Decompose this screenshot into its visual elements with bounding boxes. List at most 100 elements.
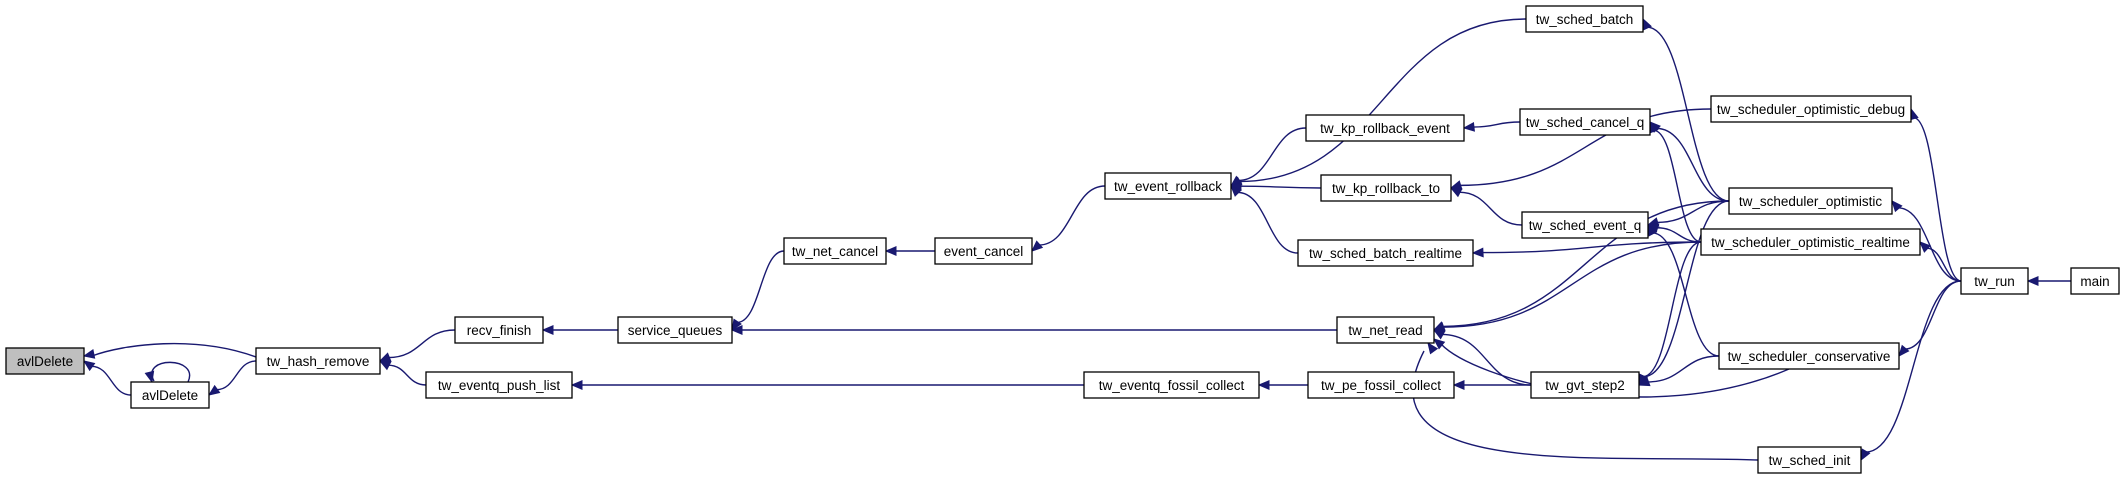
node-label: tw_hash_remove [267, 354, 370, 369]
arrowhead [207, 384, 221, 396]
node-tw-net-cancel[interactable]: tw_net_cancel [783, 237, 887, 265]
edge-tw-gvt-step2-to-tw-net-read [1432, 329, 1532, 386]
node-tw-eventq-fossil-collect[interactable]: tw_eventq_fossil_collect [1083, 371, 1260, 399]
node-tw-sched-batch-realtime[interactable]: tw_sched_batch_realtime [1297, 239, 1474, 267]
node-box [1525, 5, 1644, 33]
node-label: avlDelete [17, 354, 73, 369]
node-tw-gvt-step2[interactable]: tw_gvt_step2 [1530, 371, 1640, 399]
edge-event-cancel-to-tw-net-cancel [884, 246, 935, 256]
node-tw-scheduler-optimistic[interactable]: tw_scheduler_optimistic [1728, 187, 1893, 215]
node-tw-scheduler-optimistic-debug[interactable]: tw_scheduler_optimistic_debug [1710, 95, 1912, 123]
edge-main-to-tw-run [2026, 276, 2071, 286]
node-label: tw_sched_batch [1536, 12, 1634, 27]
node-label: tw_sched_cancel_q [1526, 115, 1645, 130]
node-box [454, 316, 544, 344]
node-box [5, 347, 85, 375]
node-tw-scheduler-conservative[interactable]: tw_scheduler_conservative [1718, 342, 1900, 370]
arrowhead [1919, 241, 1932, 253]
node-tw-scheduler-optimistic-realtime[interactable]: tw_scheduler_optimistic_realtime [1700, 228, 1921, 256]
arrowhead [884, 246, 897, 256]
edge-tw-sched-batch-to-tw-event-rollback [1229, 18, 1527, 187]
edge-tw-scheduler-optimistic-to-tw-sched-batch [1642, 17, 1730, 202]
edge-avldelete-self-to-avldelete-self [144, 361, 191, 384]
arrowhead [1898, 344, 1910, 357]
edge-tw-scheduler-conservative-to-tw-gvt-step2 [1637, 355, 1720, 387]
arrowhead [1452, 380, 1465, 390]
node-tw-eventq-push-list[interactable]: tw_eventq_push_list [425, 371, 573, 399]
node-tw-event-rollback[interactable]: tw_event_rollback [1104, 172, 1232, 200]
node-box [1757, 446, 1862, 474]
arrowhead [1642, 17, 1652, 31]
node-tw-sched-cancel-q[interactable]: tw_sched_cancel_q [1519, 108, 1651, 136]
node-box [1305, 114, 1465, 142]
arrowhead [1230, 185, 1242, 197]
node-box [1083, 371, 1260, 399]
edge-tw-scheduler-optimistic-to-tw-sched-cancel-q [1649, 121, 1730, 202]
node-box [783, 237, 887, 265]
edge-tw-event-rollback-to-event-cancel [1031, 185, 1106, 252]
node-label: tw_kp_rollback_event [1320, 121, 1450, 136]
node-box [1710, 95, 1912, 123]
node-tw-sched-batch[interactable]: tw_sched_batch [1525, 5, 1644, 33]
node-label: recv_finish [467, 323, 532, 338]
node-box [130, 381, 210, 409]
edge-tw-sched-cancel-q-to-tw-kp-rollback-event [1462, 121, 1521, 132]
arrowhead [1427, 341, 1439, 355]
node-box [1336, 316, 1435, 344]
node-box [1718, 342, 1900, 370]
node-tw-sched-event-q[interactable]: tw_sched_event_q [1521, 211, 1649, 239]
node-label: tw_eventq_fossil_collect [1099, 378, 1245, 393]
edge-tw-run-to-tw-scheduler-optimistic [1891, 200, 1962, 282]
node-label: tw_pe_fossil_collect [1321, 378, 1441, 393]
node-label: tw_sched_event_q [1529, 218, 1642, 233]
node-box [1297, 239, 1474, 267]
node-tw-kp-rollback-event[interactable]: tw_kp_rollback_event [1305, 114, 1465, 142]
node-label: tw_scheduler_conservative [1728, 349, 1891, 364]
node-tw-hash-remove[interactable]: tw_hash_remove [255, 347, 381, 375]
edge-tw-pe-fossil-collect-to-tw-eventq-fossil-collect [1257, 380, 1308, 390]
edge-tw-eventq-push-list-to-tw-hash-remove [378, 360, 427, 386]
arrowhead [1462, 121, 1475, 132]
node-label: event_cancel [944, 244, 1024, 259]
node-tw-sched-init[interactable]: tw_sched_init [1757, 446, 1862, 474]
edge-avldelete-self-to-avldelete-root [82, 360, 132, 396]
node-label: avlDelete [142, 388, 198, 403]
node-box [1530, 371, 1640, 399]
node-tw-pe-fossil-collect[interactable]: tw_pe_fossil_collect [1307, 371, 1455, 399]
arrowhead [378, 352, 392, 362]
edge-tw-scheduler-optimistic-realtime-to-tw-sched-batch-realtime [1471, 241, 1702, 258]
edge-tw-hash-remove-to-avldelete-root [82, 342, 257, 359]
edge-tw-net-read-to-service-queues [730, 325, 1337, 335]
edge-recv-finish-to-tw-hash-remove [378, 329, 456, 362]
node-box [1728, 187, 1893, 215]
arrowhead [1860, 448, 1871, 462]
node-avldelete-root[interactable]: avlDelete [5, 347, 85, 375]
edge-tw-hash-remove-to-avldelete-self [207, 360, 257, 396]
node-recv-finish[interactable]: recv_finish [454, 316, 544, 344]
node-main[interactable]: main [2070, 267, 2120, 295]
node-tw-kp-rollback-to[interactable]: tw_kp_rollback_to [1320, 174, 1452, 202]
node-label: tw_run [1974, 274, 2015, 289]
node-label: service_queues [628, 323, 723, 338]
edge-tw-kp-rollback-event-to-tw-event-rollback [1229, 127, 1307, 187]
node-service-queues[interactable]: service_queues [617, 316, 733, 344]
arrowhead [1031, 240, 1044, 252]
arrowhead [378, 360, 392, 371]
edge-tw-sched-batch-realtime-to-tw-event-rollback [1230, 185, 1299, 254]
node-box [1104, 172, 1232, 200]
node-avldelete-self[interactable]: avlDelete [130, 381, 210, 409]
arrowhead [1637, 376, 1651, 387]
edge-tw-sched-event-q-to-tw-kp-rollback-to [1449, 187, 1523, 226]
arrowhead [82, 349, 96, 359]
node-label: tw_sched_batch_realtime [1309, 246, 1462, 261]
node-box [934, 237, 1033, 265]
node-event-cancel[interactable]: event_cancel [934, 237, 1033, 265]
node-tw-run[interactable]: tw_run [1960, 267, 2029, 295]
node-tw-net-read[interactable]: tw_net_read [1336, 316, 1435, 344]
node-box [2070, 267, 2120, 295]
node-box [1521, 211, 1649, 239]
arrowhead [1257, 380, 1270, 390]
node-box [1320, 174, 1452, 202]
arrowhead [731, 318, 742, 332]
